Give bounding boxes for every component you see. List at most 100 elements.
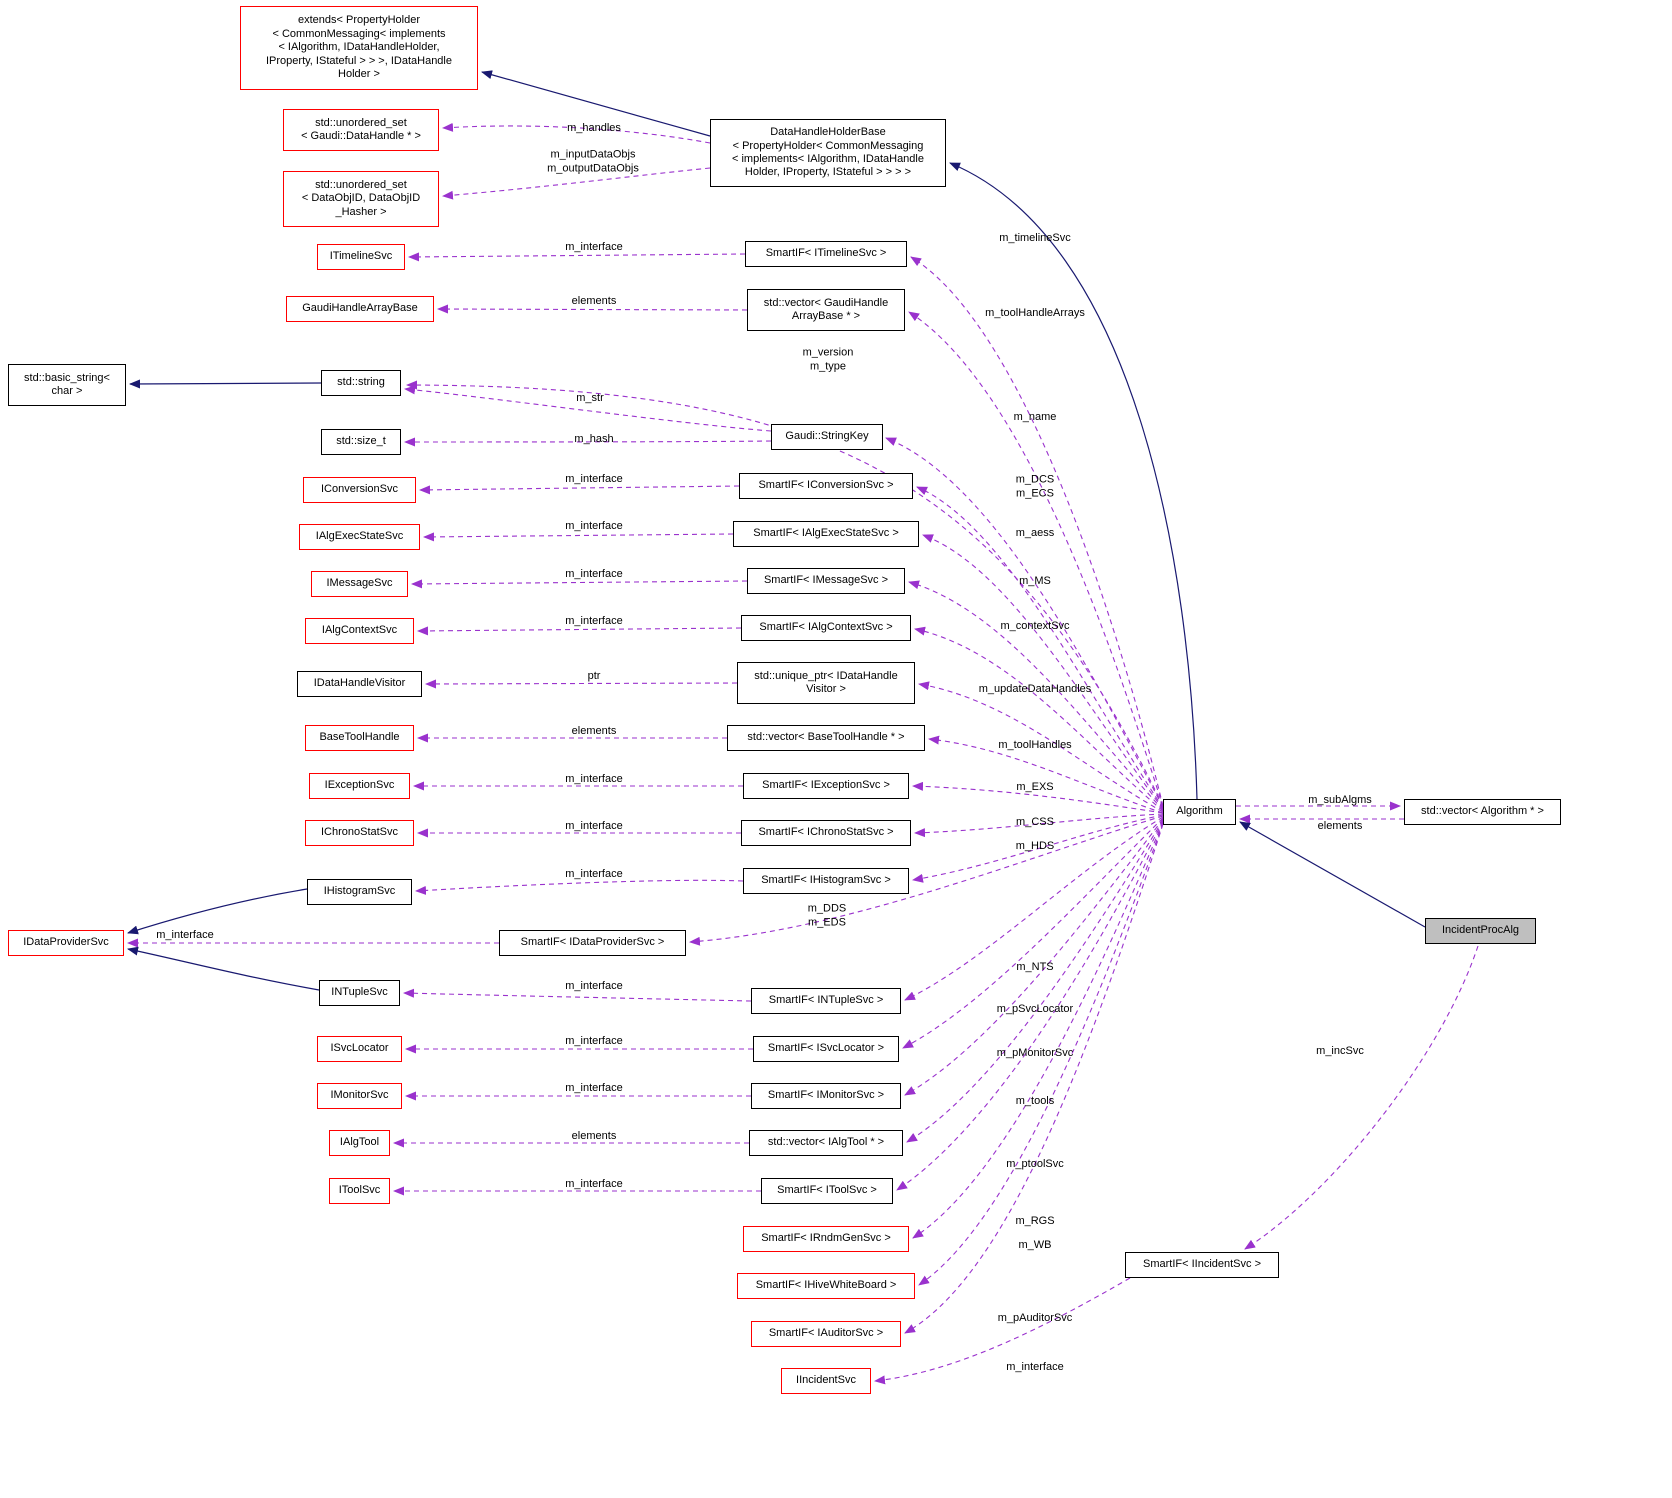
node-imessagesvc[interactable]: IMessageSvc <box>311 571 408 597</box>
node-std-basic-string[interactable]: std::basic_string< char > <box>8 364 126 406</box>
edge-label-minterface-iconversionsvc: m_interface <box>565 472 623 485</box>
node-vector-basetoolhandle[interactable]: std::vector< BaseToolHandle * > <box>727 725 925 751</box>
edge-ptr <box>425 679 738 689</box>
edge-m-ms <box>908 580 1164 811</box>
edge-label-minterface-isvclocator: m_interface <box>565 1034 623 1047</box>
edge-label-minterface-ialgcontextsvc: m_interface <box>565 614 623 627</box>
node-smartif-imessagesvc[interactable]: SmartIF< IMessageSvc > <box>747 568 905 594</box>
edge-m-version-type <box>406 380 1164 807</box>
node-unordered-set-dataobjid[interactable]: std::unordered_set < DataObjID, DataObjI… <box>283 171 439 227</box>
edge-label-minterface-imonitorsvc: m_interface <box>565 1081 623 1094</box>
edge-label-minterface-iexceptionsvc: m_interface <box>565 772 623 785</box>
edge-label-m-handles: m_handles <box>567 121 621 134</box>
node-vector-algorithm[interactable]: std::vector< Algorithm * > <box>1404 799 1561 825</box>
node-smartif-iexceptionsvc[interactable]: SmartIF< IExceptionSvc > <box>743 773 909 799</box>
node-smartif-ichronostatsvc[interactable]: SmartIF< IChronoStatSvc > <box>741 820 911 846</box>
node-unique-ptr-idatahandlevisitor[interactable]: std::unique_ptr< IDataHandle Visitor > <box>737 662 915 704</box>
node-isvclocator[interactable]: ISvcLocator <box>317 1036 402 1062</box>
edge-m-css <box>914 813 1164 838</box>
edge-elements-gaudihandlearraybase <box>437 304 748 314</box>
edge-label-m-timelinesvc: m_timelineSvc <box>999 231 1071 244</box>
node-smartif-iauditorsvc[interactable]: SmartIF< IAuditorSvc > <box>751 1321 901 1347</box>
node-gaudihandlearraybase[interactable]: GaudiHandleArrayBase <box>286 296 434 322</box>
node-gaudi-stringkey[interactable]: Gaudi::StringKey <box>771 424 883 450</box>
edge-m-rgs <box>912 821 1164 1239</box>
node-extends-propertyholder[interactable]: extends< PropertyHolder < CommonMessagin… <box>240 6 478 90</box>
edge-label-m-incsvc: m_incSvc <box>1316 1044 1364 1057</box>
node-std-size-t[interactable]: std::size_t <box>321 429 401 455</box>
node-smartif-ialgexecstatesvc[interactable]: SmartIF< IAlgExecStateSvc > <box>733 521 919 547</box>
edge-label-elements-algorithm: elements <box>1317 819 1363 832</box>
edge-inherit-ihistogramsvc-idataprovidersvc <box>127 888 308 935</box>
node-iexceptionsvc[interactable]: IExceptionSvc <box>309 773 410 799</box>
node-ialgtool[interactable]: IAlgTool <box>329 1130 390 1156</box>
node-idatahandlevisitor[interactable]: IDataHandleVisitor <box>297 671 422 697</box>
node-ialgcontextsvc[interactable]: IAlgContextSvc <box>305 618 414 644</box>
edge-label-minterface-iincidentsvc: m_interface <box>1006 1360 1064 1373</box>
edge-label-m-inputoutputdataobjs: m_inputDataObjs m_outputDataObjs <box>547 148 639 175</box>
node-smartif-isvclocator[interactable]: SmartIF< ISvcLocator > <box>753 1036 899 1062</box>
node-smartif-intuplesvc[interactable]: SmartIF< INTupleSvc > <box>751 988 901 1014</box>
edge-inherit-datahandleholderbase-extends <box>481 70 711 137</box>
node-itoolsvc[interactable]: IToolSvc <box>329 1178 390 1204</box>
node-vector-ialgtool[interactable]: std::vector< IAlgTool * > <box>749 1130 903 1156</box>
edge-inherit-stdstring-basicstring <box>129 379 322 389</box>
edge-label-m-psvclocator: m_pSvcLocator <box>996 1002 1074 1015</box>
edge-m-wb <box>918 822 1164 1286</box>
node-ialgexecstatesvc[interactable]: IAlgExecStateSvc <box>299 524 420 550</box>
node-smartif-itoolsvc[interactable]: SmartIF< IToolSvc > <box>761 1178 893 1204</box>
node-smartif-itimelinesvc[interactable]: SmartIF< ITimelineSvc > <box>745 241 907 267</box>
edge-minterface-ihistogramsvc <box>415 879 744 895</box>
node-datahandleholderbase[interactable]: DataHandleHolderBase < PropertyHolder< C… <box>710 119 946 187</box>
edge-m-exs <box>912 781 1164 814</box>
edge-m-tools <box>906 819 1164 1143</box>
node-algorithm[interactable]: Algorithm <box>1163 799 1236 825</box>
node-smartif-iconversionsvc[interactable]: SmartIF< IConversionSvc > <box>739 473 913 499</box>
node-smartif-ihivewhiteboard[interactable]: SmartIF< IHiveWhiteBoard > <box>737 1273 915 1299</box>
edge-m-ptoolsvc <box>896 820 1164 1191</box>
node-ichronostatsvc[interactable]: IChronoStatSvc <box>305 820 414 846</box>
edge-label-elements-bth: elements <box>571 724 617 737</box>
edge-label-m-subalgms: m_subAlgms <box>1308 793 1372 806</box>
node-smartif-idataprovidersvc[interactable]: SmartIF< IDataProviderSvc > <box>499 930 686 956</box>
edge-m-hds <box>912 814 1164 883</box>
edge-label-minterface-ialgexecstatesvc: m_interface <box>565 519 623 532</box>
node-std-string[interactable]: std::string <box>321 370 401 396</box>
node-idataprovidersvc[interactable]: IDataProviderSvc <box>8 930 124 956</box>
edge-minterface-intuplesvc <box>403 988 752 1002</box>
edge-m-name <box>885 437 1164 808</box>
node-smartif-iincidentsvc[interactable]: SmartIF< IIncidentSvc > <box>1125 1252 1279 1278</box>
edge-label-m-hash: m_hash <box>574 432 614 445</box>
edge-minterface-iincidentsvc <box>874 1277 1131 1385</box>
edge-label-minterface-imessagesvc: m_interface <box>565 567 623 580</box>
edge-minterface-ialgcontextsvc <box>417 626 742 636</box>
node-intuplesvc[interactable]: INTupleSvc <box>319 980 400 1006</box>
edge-minterface-itimelinesvc <box>408 252 746 262</box>
node-vector-gaudihandlearraybase[interactable]: std::vector< GaudiHandle ArrayBase * > <box>747 289 905 331</box>
node-ihistogramsvc[interactable]: IHistogramSvc <box>307 879 412 905</box>
node-unordered-set-gaudi-datahandle[interactable]: std::unordered_set < Gaudi::DataHandle *… <box>283 109 439 151</box>
edge-label-m-pauditorsvc: m_pAuditorSvc <box>997 1311 1073 1324</box>
node-basetoolhandle[interactable]: BaseToolHandle <box>305 725 414 751</box>
edge-label-m-pmonitorsvc: m_pMonitorSvc <box>996 1046 1074 1059</box>
node-iconversionsvc[interactable]: IConversionSvc <box>303 477 416 503</box>
edge-m-hash <box>404 437 772 447</box>
node-incidentprocalg[interactable]: IncidentProcAlg <box>1425 918 1536 944</box>
node-imonitorsvc[interactable]: IMonitorSvc <box>317 1083 402 1109</box>
node-smartif-irndmgensvc[interactable]: SmartIF< IRndmGenSvc > <box>743 1226 909 1252</box>
edge-inherit-algorithm-datahandleholderbase <box>949 162 1198 800</box>
node-smartif-ihistogramsvc[interactable]: SmartIF< IHistogramSvc > <box>743 868 909 894</box>
edge-m-pmonitorsvc <box>904 818 1164 1096</box>
node-iincidentsvc[interactable]: IIncidentSvc <box>781 1368 871 1394</box>
edge-label-minterface-ichronostatsvc: m_interface <box>565 819 623 832</box>
node-smartif-ialgcontextsvc[interactable]: SmartIF< IAlgContextSvc > <box>741 615 911 641</box>
node-itimelinesvc[interactable]: ITimelineSvc <box>317 244 405 270</box>
edge-label-minterface-intuplesvc: m_interface <box>565 979 623 992</box>
edge-label-m-rgs: m_RGS <box>1015 1214 1055 1227</box>
edge-label-m-str: m_str <box>576 391 604 404</box>
edge-label-m-ptoolsvc: m_ptoolSvc <box>1006 1157 1064 1170</box>
edge-minterface-ialgexecstatesvc <box>423 532 734 542</box>
node-smartif-imonitorsvc[interactable]: SmartIF< IMonitorSvc > <box>751 1083 901 1109</box>
